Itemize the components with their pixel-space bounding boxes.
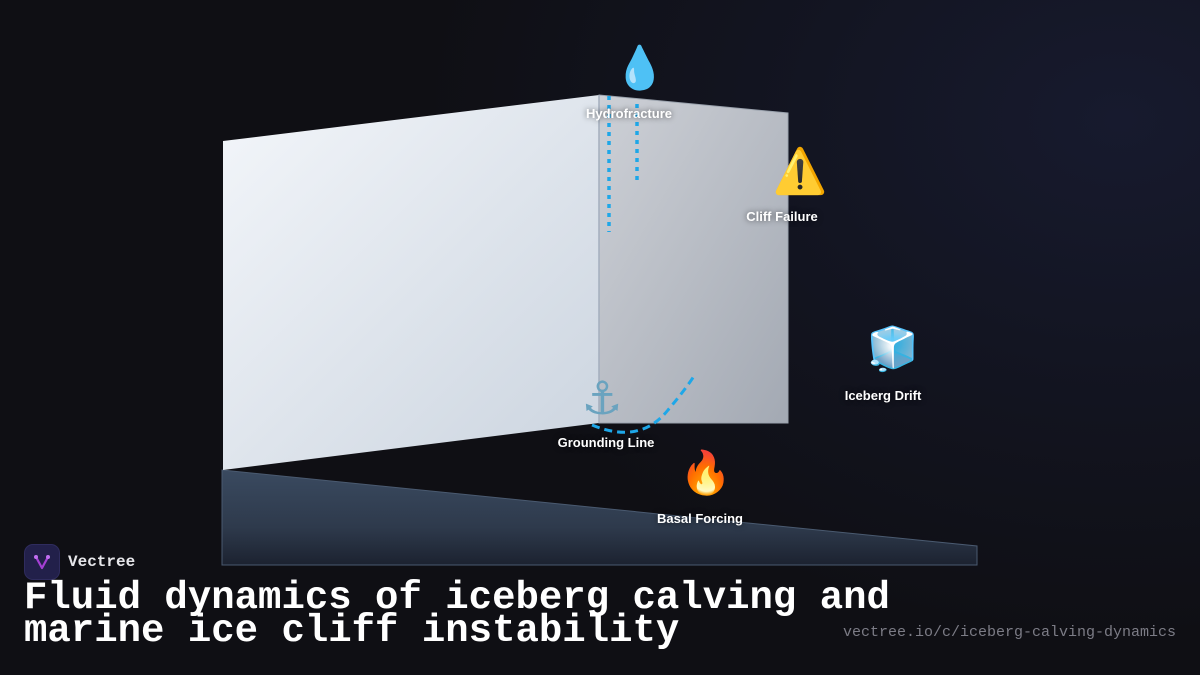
annotation-label-iceberg-drift: Iceberg Drift — [844, 388, 922, 403]
page-title: Fluid dynamics of iceberg calving and ma… — [24, 579, 890, 651]
seabed — [221, 469, 978, 566]
water-drop-icon: 💧 — [613, 43, 667, 92]
ice-shelf-front-face — [223, 95, 599, 470]
brand-name: Vectree — [68, 553, 136, 571]
anchor-icon: ⚓ — [581, 371, 623, 425]
annotation-label-grounding-line: Grounding Line — [557, 435, 655, 450]
brand: Vectree — [24, 544, 135, 580]
title-line-1: Fluid dynamics of iceberg calving and — [24, 576, 890, 620]
annotation-label-cliff-failure: Cliff Failure — [746, 209, 818, 224]
vectree-logo-icon — [24, 544, 60, 580]
annotation-label-hydrofracture: Hydrofracture — [586, 106, 672, 121]
ice-cube-icon: 🧊 — [866, 324, 920, 373]
grounding-line-arc — [591, 375, 696, 434]
fire-icon: 🔥 — [679, 448, 733, 497]
warning-icon: ⚠️ — [772, 146, 828, 197]
ice-cliff-side-face — [598, 94, 789, 424]
source-url: vectree.io/c/iceberg-calving-dynamics — [842, 624, 1176, 641]
title-line-2: marine ice cliff instability — [24, 609, 680, 653]
annotation-label-basal-forcing: Basal Forcing — [657, 511, 743, 526]
